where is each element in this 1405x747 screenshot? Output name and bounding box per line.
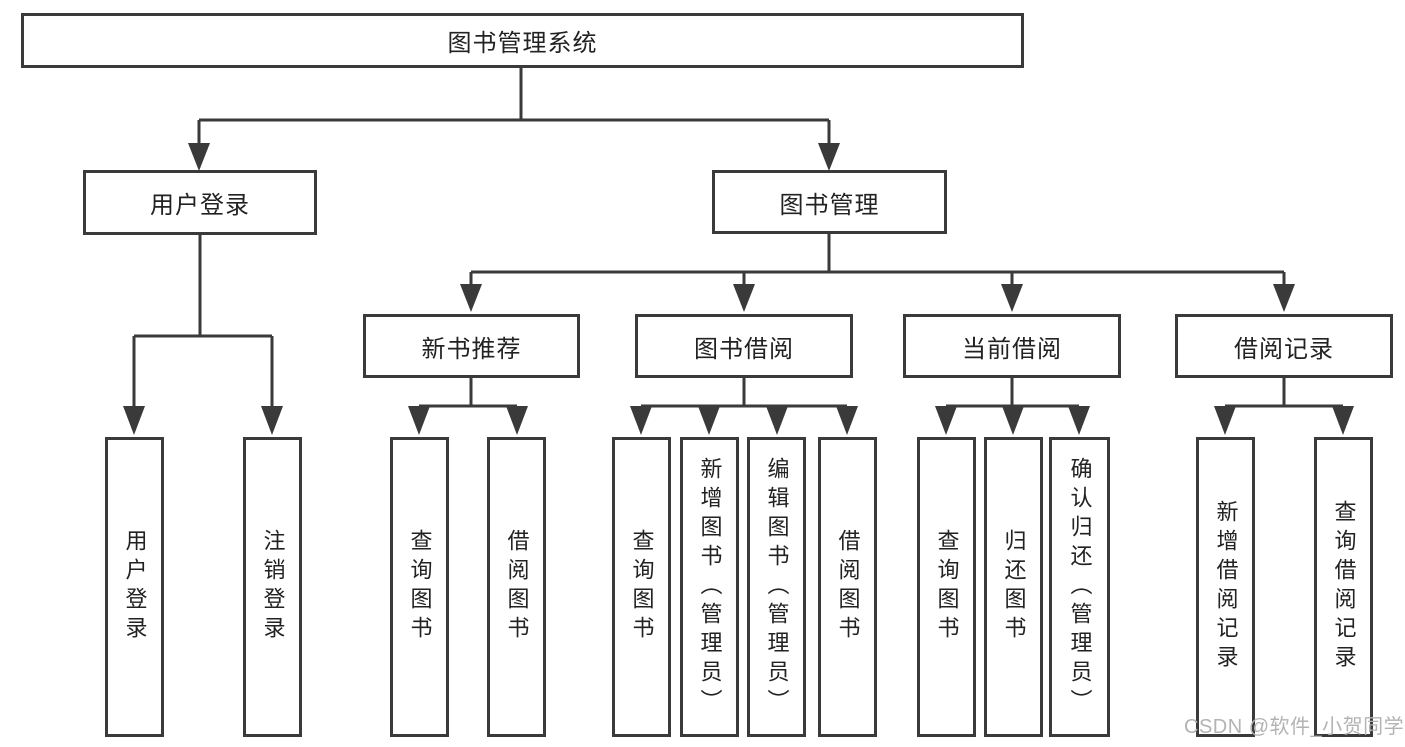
leaf-current-return-books: 归还图书 xyxy=(984,437,1043,737)
node-book-borrowing: 图书借阅 xyxy=(635,314,853,378)
node-user-login: 用户登录 xyxy=(83,170,317,235)
leaf-user-login-label: 用户登录 xyxy=(122,529,148,645)
arrowhead xyxy=(630,406,652,435)
arrowhead xyxy=(460,284,482,312)
arrowhead xyxy=(836,406,858,435)
leaf-logout-label: 注销登录 xyxy=(260,529,286,645)
arrowhead xyxy=(733,284,755,312)
node-book-management: 图书管理 xyxy=(712,170,947,234)
connector-borrow-children xyxy=(630,378,858,435)
arrowhead xyxy=(1068,406,1090,435)
leaf-newbooks-query-books: 查询图书 xyxy=(390,437,449,737)
node-book-management-label: 图书管理 xyxy=(779,191,880,219)
leaf-logout: 注销登录 xyxy=(243,437,302,737)
arrowhead xyxy=(408,406,430,435)
connector-current-children xyxy=(935,378,1090,435)
arrowhead xyxy=(123,406,145,435)
arrowhead xyxy=(1273,284,1295,312)
leaf-borrow-query-books-label: 查询图书 xyxy=(629,529,655,645)
arrowhead xyxy=(766,406,788,435)
leaf-current-query-books-label: 查询图书 xyxy=(934,529,960,645)
leaf-records-add-record-label: 新增借阅记录 xyxy=(1213,500,1239,674)
connector-root-to-level2 xyxy=(188,68,840,171)
leaf-newbooks-borrow-books-label: 借阅图书 xyxy=(504,529,530,645)
connector-newbooks-children xyxy=(408,378,528,435)
node-root: 图书管理系统 xyxy=(21,13,1024,68)
arrowhead xyxy=(1214,406,1236,435)
node-borrowing-records: 借阅记录 xyxy=(1175,314,1393,378)
arrowhead xyxy=(506,406,528,435)
leaf-borrow-edit-books-admin-label: 编辑图书（管理员） xyxy=(764,456,790,718)
leaf-borrow-query-books: 查询图书 xyxy=(612,437,671,737)
leaf-current-query-books: 查询图书 xyxy=(917,437,976,737)
node-borrowing-records-label: 借阅记录 xyxy=(1234,335,1334,363)
connector-mgmt-to-level3 xyxy=(460,234,1295,312)
node-new-book-recommend: 新书推荐 xyxy=(363,314,580,378)
leaf-records-add-record: 新增借阅记录 xyxy=(1196,437,1255,737)
leaf-borrow-edit-books-admin: 编辑图书（管理员） xyxy=(747,437,806,737)
leaf-current-confirm-return-admin-label: 确认归还（管理员） xyxy=(1067,456,1093,718)
node-current-borrowing-label: 当前借阅 xyxy=(962,335,1062,363)
arrowhead xyxy=(261,406,283,435)
leaf-user-login: 用户登录 xyxy=(105,437,164,737)
leaf-newbooks-query-books-label: 查询图书 xyxy=(407,529,433,645)
node-user-login-label: 用户登录 xyxy=(150,192,250,219)
node-new-book-recommend-label: 新书推荐 xyxy=(421,335,522,363)
arrowhead xyxy=(188,143,210,171)
connector-records-children xyxy=(1214,378,1354,435)
leaf-records-query-record: 查询借阅记录 xyxy=(1314,437,1373,737)
arrowhead xyxy=(935,406,957,435)
leaf-current-return-books-label: 归还图书 xyxy=(1001,529,1027,645)
leaf-current-confirm-return-admin: 确认归还（管理员） xyxy=(1049,437,1110,737)
arrowhead xyxy=(1332,406,1354,435)
leaf-borrow-add-books-admin-label: 新增图书（管理员） xyxy=(697,456,723,718)
leaf-newbooks-borrow-books: 借阅图书 xyxy=(487,437,546,737)
arrowhead xyxy=(818,143,840,171)
arrowhead xyxy=(698,406,720,435)
leaf-borrow-add-books-admin: 新增图书（管理员） xyxy=(680,437,739,737)
node-root-label: 图书管理系统 xyxy=(447,30,598,57)
leaf-borrow-borrow-books-label: 借阅图书 xyxy=(835,529,861,645)
leaf-records-query-record-label: 查询借阅记录 xyxy=(1331,500,1357,674)
arrowhead xyxy=(1002,406,1024,435)
node-current-borrowing: 当前借阅 xyxy=(903,314,1121,378)
connector-login-children xyxy=(123,235,283,435)
leaf-borrow-borrow-books: 借阅图书 xyxy=(818,437,877,737)
node-book-borrowing-label: 图书借阅 xyxy=(694,335,794,363)
csdn-watermark: CSDN @软件_小贺同学 xyxy=(1184,716,1405,738)
arrowhead xyxy=(1001,284,1023,312)
